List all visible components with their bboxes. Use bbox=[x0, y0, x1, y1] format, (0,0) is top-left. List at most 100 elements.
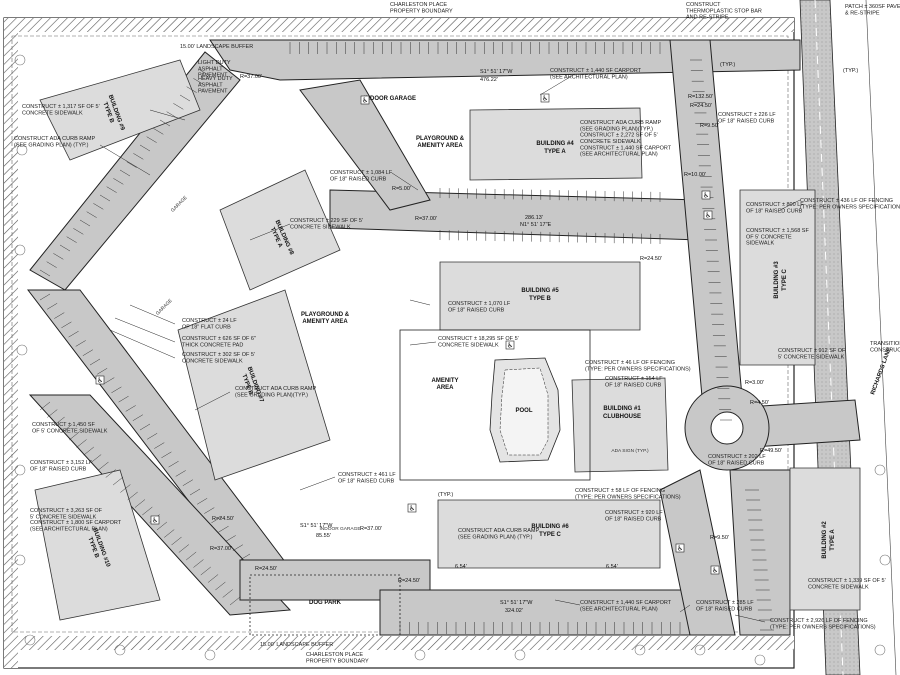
tree-icon bbox=[634, 644, 646, 656]
parking-stripe bbox=[139, 144, 151, 152]
note-18: CONSTRUCT ADA CURB RAMP(SEE GRADING PLAN… bbox=[458, 528, 540, 540]
note-22: CONSTRUCT ± 46 LF OF FENCING(TYPE: PER O… bbox=[585, 360, 691, 372]
note-30: CONSTRUCT ± 1,339 SF OF 5'CONCRETE SIDEW… bbox=[808, 578, 886, 590]
parking-stripe bbox=[105, 469, 116, 478]
building-footprint-b3 bbox=[739, 189, 816, 366]
parking-stripe bbox=[127, 491, 138, 501]
parking-stripe bbox=[147, 433, 158, 440]
note-8: CONSTRUCT ± 18,295 SF OF 5'CONCRETE SIDE… bbox=[438, 336, 519, 348]
svg-text:♿: ♿ bbox=[712, 567, 718, 575]
parking-stripe bbox=[185, 551, 197, 561]
note-16: CONSTRUCT ± 1,800 SF CARPORT(SEE ARCHITE… bbox=[30, 520, 122, 532]
ada-icon: ♿ bbox=[710, 565, 720, 575]
ada-icon: ♿ bbox=[540, 93, 550, 103]
parking-stripe bbox=[39, 401, 51, 411]
dim-25: R=10.00' bbox=[684, 172, 706, 178]
building-label-b5: BUILDING #5 bbox=[521, 288, 559, 294]
note-20: CONSTRUCT ± 58 LF OF FENCING(TYPE: PER O… bbox=[575, 488, 681, 500]
dim-22: R=24.50' bbox=[398, 578, 420, 584]
parking-stripe bbox=[161, 451, 172, 459]
parking-stripe bbox=[111, 386, 122, 394]
tree-icon bbox=[754, 654, 766, 666]
note-6: CONSTRUCT ADA CURB RAMP(SEE GRADING PLAN… bbox=[580, 120, 672, 158]
parking-stripe bbox=[215, 581, 226, 591]
dim-8: 324.02' bbox=[505, 608, 523, 614]
parking-stripe bbox=[54, 416, 65, 426]
parking-stripe bbox=[93, 203, 104, 210]
parking-stripe bbox=[175, 470, 186, 477]
parking-stripe bbox=[69, 431, 80, 441]
buffer-top: 15.00' LANDSCAPE BUFFER bbox=[180, 44, 253, 50]
dim-10: R=132.50' bbox=[688, 94, 713, 100]
building-type-b2: TYPE A bbox=[830, 529, 836, 551]
note-19: CONSTRUCT ± 1,440 SF CARPORT(SEE ARCHITE… bbox=[580, 600, 672, 612]
parking-stripe bbox=[146, 136, 157, 143]
roundabout bbox=[684, 385, 770, 471]
tree-icon bbox=[694, 644, 706, 656]
tree-icon bbox=[14, 244, 26, 256]
dim-6: 85.55' bbox=[316, 533, 331, 539]
note-10: CONSTRUCT ± 626 SF OF 6"THICK CONCRETE P… bbox=[182, 336, 256, 348]
dim-19: R=24.50' bbox=[255, 566, 277, 572]
parking-stripe bbox=[125, 405, 136, 412]
building-footprint-b7 bbox=[177, 289, 331, 481]
parking-stripe bbox=[134, 499, 146, 508]
ada-icon: ♿ bbox=[360, 95, 370, 105]
svg-text:♿: ♿ bbox=[152, 517, 158, 525]
dim-23: R=37.00' bbox=[415, 216, 437, 222]
parking-stripe bbox=[47, 409, 58, 418]
tree-icon bbox=[14, 54, 26, 66]
parking-stripe bbox=[47, 303, 58, 310]
dim-7: S1° 51' 17"W bbox=[500, 600, 533, 606]
dim-4: 286.13' bbox=[525, 215, 543, 221]
building-label-b2: BUILDING #2 bbox=[822, 521, 828, 559]
parking-stripe bbox=[178, 544, 190, 553]
tree-icon bbox=[16, 144, 28, 156]
parking-stripe bbox=[82, 349, 93, 356]
dim-28: (TYP.) bbox=[438, 492, 453, 498]
parking-stripe bbox=[179, 94, 191, 102]
dim-26: 6.54' bbox=[455, 564, 467, 570]
parking-stripe bbox=[156, 521, 168, 531]
parking-stripe bbox=[97, 368, 108, 375]
parking-stripe bbox=[68, 330, 79, 338]
parking-stripe bbox=[154, 442, 165, 449]
tree-icon bbox=[114, 644, 126, 656]
tree-icon bbox=[14, 464, 26, 476]
building-footprint-b6 bbox=[437, 499, 661, 569]
svg-text:♿: ♿ bbox=[542, 95, 548, 103]
parking-stripe bbox=[186, 86, 197, 93]
svg-text:♿: ♿ bbox=[705, 212, 711, 220]
tree-icon bbox=[24, 634, 36, 646]
area-ada-sign: ADA SIGN (TYP.) bbox=[611, 448, 649, 454]
svg-text:♿: ♿ bbox=[703, 192, 709, 200]
parking-stripe bbox=[73, 228, 84, 235]
tree-icon bbox=[879, 554, 891, 566]
parking-stripe bbox=[106, 186, 117, 193]
parking-stripe bbox=[239, 553, 251, 561]
dim-12: R=9.50' bbox=[700, 123, 719, 129]
parking-stripe bbox=[59, 244, 71, 252]
dim-16: R=9.50' bbox=[710, 535, 729, 541]
dim-15: R=4.50' bbox=[750, 400, 769, 406]
note-11: CONSTRUCT ± 302 SF OF 5'CONCRETE SIDEWAL… bbox=[182, 352, 255, 364]
parking-stripe bbox=[207, 574, 219, 583]
note-28: CONSTRUCT ± 436 LF OF FENCING(TYPE: PER … bbox=[800, 198, 900, 210]
area-indoor-garage-2: INDOOR GARAGE bbox=[319, 526, 360, 532]
parking-stripe bbox=[204, 507, 215, 514]
building-type-b5: TYPE B bbox=[529, 296, 551, 302]
